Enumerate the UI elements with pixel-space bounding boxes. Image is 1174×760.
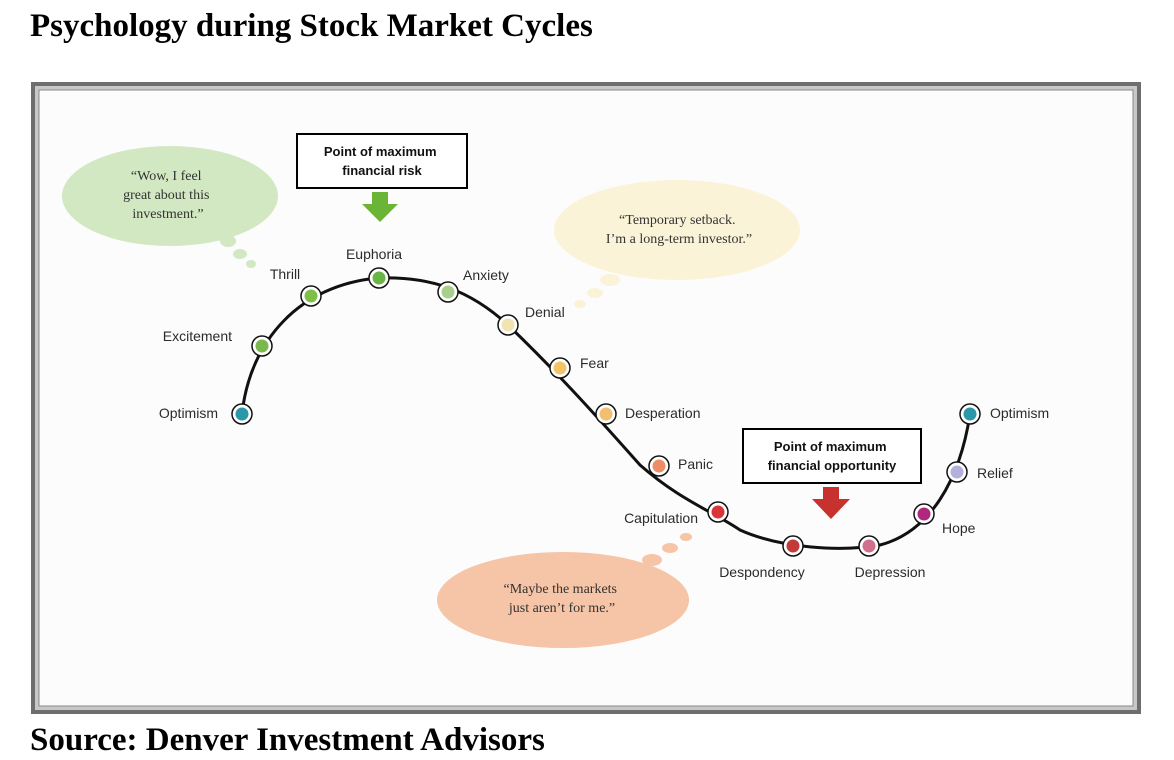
callout-max-risk: Point of maximum financial risk xyxy=(296,133,468,222)
stage-label-fear: Fear xyxy=(580,355,609,371)
stage-label-optimism-start: Optimism xyxy=(159,405,218,421)
thought-bubble-denial: “Temporary setback. I’m a long-term inve… xyxy=(554,180,800,308)
callout-line: financial opportunity xyxy=(768,458,897,473)
thought-dot xyxy=(642,554,662,566)
thought-line: great about this xyxy=(123,188,209,203)
thought-dot xyxy=(587,288,603,298)
callout-max-opportunity: Point of maximum financial opportunity xyxy=(742,428,922,519)
thought-line: “Temporary setback. xyxy=(619,213,735,228)
cycle-curve xyxy=(240,276,972,550)
thought-line: investment.” xyxy=(132,207,203,222)
thought-bubble-euphoria: “Wow, I feel great about this investment… xyxy=(62,146,278,268)
red-down-arrow-icon xyxy=(812,487,850,519)
thought-dot xyxy=(680,533,692,541)
stage-labels: Optimism Excitement Thrill Euphoria Anxi… xyxy=(159,246,1049,580)
thought-dot xyxy=(246,260,256,268)
stage-marker-excitement xyxy=(255,339,269,353)
stage-label-capitulation: Capitulation xyxy=(624,510,698,526)
stage-marker-anxiety xyxy=(441,285,455,299)
stage-marker-denial xyxy=(501,318,515,332)
stage-marker-hope xyxy=(917,507,931,521)
page-title: Psychology during Stock Market Cycles xyxy=(30,8,593,44)
svg-text:“Temporary setback. I’m: “Temporary setback. I’m a long-term inve… xyxy=(606,213,752,247)
thought-line: just aren’t for me.” xyxy=(508,601,615,616)
thought-bubble-capitulation: “Maybe the markets just aren’t for me.” xyxy=(437,533,692,648)
thought-line: “Maybe the markets xyxy=(503,582,617,597)
stage-label-thrill: Thrill xyxy=(270,266,300,282)
stage-label-desperation: Desperation xyxy=(625,405,701,421)
stage-marker-despondency xyxy=(786,539,800,553)
thought-dot xyxy=(220,235,236,247)
source-caption: Source: Denver Investment Advisors xyxy=(30,722,545,758)
green-down-arrow-icon xyxy=(362,192,398,222)
callout-line: Point of maximum xyxy=(324,144,437,159)
stage-marker-capitulation xyxy=(711,505,725,519)
stage-marker-relief xyxy=(950,465,964,479)
stage-marker-optimism xyxy=(963,407,977,421)
stage-label-panic: Panic xyxy=(678,456,713,472)
stage-label-hope: Hope xyxy=(942,520,976,536)
thought-dot xyxy=(574,300,586,308)
stage-marker-euphoria xyxy=(372,271,386,285)
stage-label-relief: Relief xyxy=(977,465,1013,481)
stage-marker-optimism xyxy=(235,407,249,421)
stage-marker-fear xyxy=(553,361,567,375)
thought-line: I’m a long-term investor.” xyxy=(606,232,752,247)
svg-text:Point of maximum financi: Point of maximum financial opportunity xyxy=(768,439,897,473)
stage-marker-depression xyxy=(862,539,876,553)
svg-text:“Wow, I feel great about: “Wow, I feel great about this investment… xyxy=(123,169,213,222)
thought-dot xyxy=(662,543,678,553)
stage-label-euphoria: Euphoria xyxy=(346,246,402,262)
stage-marker-thrill xyxy=(304,289,318,303)
callout-box xyxy=(296,133,468,189)
stage-label-excitement: Excitement xyxy=(163,328,232,344)
stage-label-denial: Denial xyxy=(525,304,565,320)
stage-label-anxiety: Anxiety xyxy=(463,267,509,283)
callout-line: Point of maximum xyxy=(774,439,887,454)
thought-cloud xyxy=(554,180,800,280)
thought-dot xyxy=(233,249,247,259)
thought-line: “Wow, I feel xyxy=(131,169,202,184)
stage-label-depression: Depression xyxy=(855,564,926,580)
stage-label-despondency: Despondency xyxy=(719,564,805,580)
thought-dot xyxy=(600,274,620,286)
thought-cloud xyxy=(437,552,689,648)
stage-label-optimism-end: Optimism xyxy=(990,405,1049,421)
thought-cloud xyxy=(62,146,278,246)
svg-text:Point of maximum financi: Point of maximum financial risk xyxy=(324,144,440,178)
stage-marker-desperation xyxy=(599,407,613,421)
callout-line: financial risk xyxy=(342,163,422,178)
stage-marker-panic xyxy=(652,459,666,473)
svg-text:“Maybe the markets just: “Maybe the markets just aren’t for me.” xyxy=(503,582,620,616)
stage-markers xyxy=(231,267,981,557)
callout-box xyxy=(742,428,922,484)
